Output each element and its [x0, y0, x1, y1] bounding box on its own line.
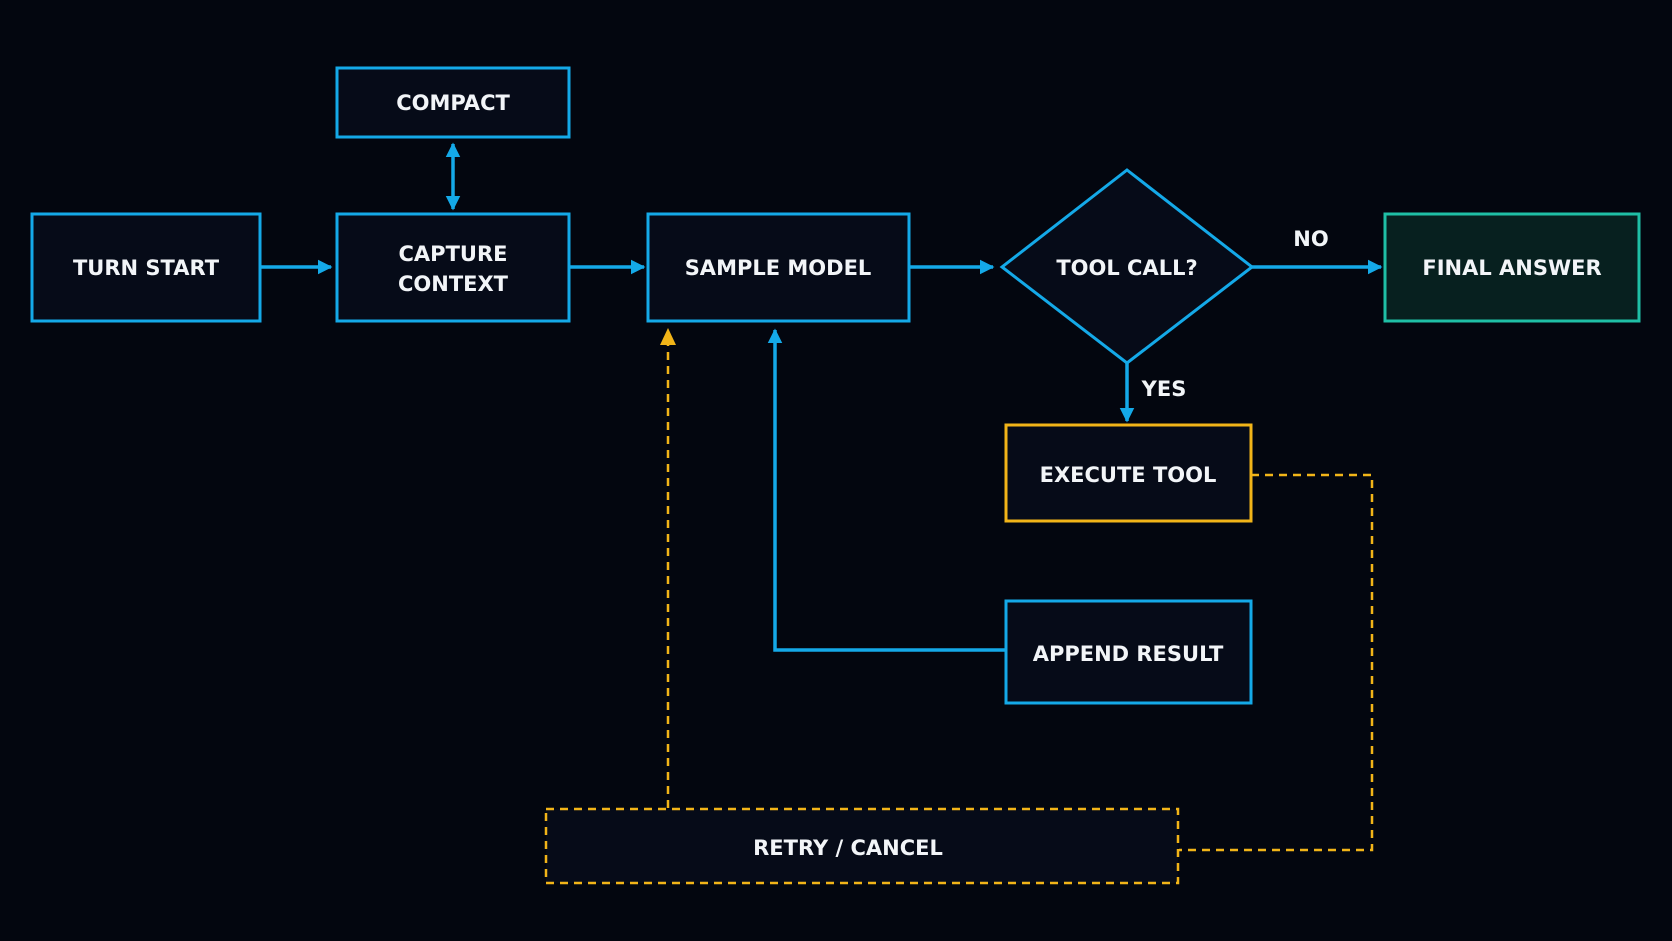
node-tool-call-label: TOOL CALL?	[1056, 256, 1197, 280]
edge-append-result-to-sample-model	[767, 328, 1006, 652]
node-final-answer: FINAL ANSWER	[1383, 212, 1641, 323]
node-retry-cancel: RETRY / CANCEL	[544, 807, 1180, 885]
edge-label-no: NO	[1293, 227, 1328, 251]
edges	[260, 142, 1383, 852]
node-capture-context: CAPTURE CONTEXT	[335, 212, 571, 323]
node-sample-model-label: SAMPLE MODEL	[685, 256, 872, 280]
edge-execute-tool-to-retry-cancel	[1179, 473, 1374, 852]
node-final-answer-label: FINAL ANSWER	[1422, 256, 1601, 280]
node-turn-start-label: TURN START	[73, 256, 220, 280]
node-turn-start: TURN START	[30, 212, 262, 323]
node-capture-context-label-line-1: CAPTURE	[399, 242, 508, 266]
node-compact-label: COMPACT	[396, 91, 510, 115]
node-sample-model: SAMPLE MODEL	[646, 212, 911, 323]
edge-label-yes: YES	[1141, 377, 1187, 401]
node-retry-cancel-label: RETRY / CANCEL	[753, 836, 943, 860]
node-compact: COMPACT	[335, 66, 571, 139]
node-tool-call-decision: TOOL CALL?	[999, 168, 1255, 365]
node-append-result: APPEND RESULT	[1004, 599, 1253, 705]
node-append-result-label: APPEND RESULT	[1033, 642, 1224, 666]
node-execute-tool-label: EXECUTE TOOL	[1040, 463, 1217, 487]
retry-cancel-arrowhead	[660, 328, 676, 345]
node-execute-tool: EXECUTE TOOL	[1004, 423, 1253, 523]
node-capture-context-label-line-2: CONTEXT	[398, 272, 509, 296]
